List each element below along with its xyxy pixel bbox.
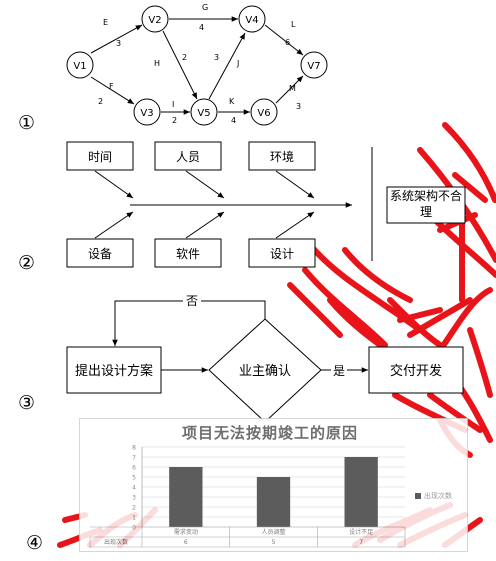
flow-yes-label: 是: [333, 364, 345, 378]
edge-label-i: I: [172, 100, 174, 109]
edge-duration-k: 4: [231, 116, 236, 125]
chart-title: 项目无法按期竣工的原因: [181, 424, 358, 442]
edge-label-h: H: [154, 59, 160, 68]
panel-label-2: ②: [18, 252, 36, 274]
node-v6: [250, 98, 278, 126]
cause-software-label: 软件: [176, 247, 200, 261]
flow-end-box: [368, 346, 464, 394]
y-tick-label: 5: [132, 475, 136, 482]
x-tick-label: 人员调整: [261, 528, 285, 536]
network-diagram: E 3 F 2 G 4 H 2 I 2 J 3 K 4 L 6 M 3 V1 V…: [66, 3, 328, 126]
edge-label-f: F: [109, 82, 114, 91]
bone-personnel: [185, 170, 225, 199]
node-label-v2: V2: [148, 15, 161, 26]
effect-box: [386, 186, 466, 224]
edge-label-j: J: [236, 59, 239, 68]
y-tick-label: 6: [132, 465, 136, 472]
bar: [169, 467, 203, 527]
fishbone-diagram: 时间 人员 环境 设备 软件 设计: [66, 141, 466, 268]
node-label-v1: V1: [73, 61, 86, 72]
bar: [344, 457, 378, 527]
table-value: 5: [272, 539, 276, 546]
effect-label: 系统架构不合理: [389, 189, 462, 219]
panel-label-1: ①: [18, 112, 36, 134]
node-label-v7: V7: [307, 61, 320, 72]
x-tick-label: 需求变动: [174, 528, 198, 536]
node-v7: [300, 51, 328, 79]
flowchart-diagram: 否 是 提出设计方案 业主确认 交付开发: [66, 292, 464, 420]
edge-label-m: M: [289, 84, 296, 93]
flow-start-label: 提出设计方案: [75, 363, 153, 379]
y-tick-label: 7: [132, 455, 136, 462]
edge-v1-v3: [90, 76, 135, 105]
legend-label: 出现次数: [424, 492, 452, 500]
legend-swatch: [415, 493, 421, 499]
node-v2: [141, 5, 169, 33]
y-tick-label: 1: [132, 515, 136, 522]
y-tick-label: 2: [132, 505, 136, 512]
node-v1: [66, 51, 94, 79]
flow-decision-label: 业主确认: [239, 364, 291, 379]
bone-time: [94, 170, 134, 199]
cause-environment-label: 环境: [270, 149, 294, 164]
edge-label-g: G: [202, 3, 208, 12]
edge-label-e: E: [103, 18, 108, 27]
node-v3: [133, 98, 161, 126]
bone-design: [275, 211, 315, 239]
edge-duration-f: 2: [98, 97, 103, 106]
flow-decision-diamond: [208, 318, 322, 420]
edge-duration-h: 2: [182, 53, 187, 62]
panel-label-3: ③: [18, 392, 36, 414]
cause-box-environment: [248, 141, 316, 171]
cause-equipment-label: 设备: [88, 247, 112, 261]
y-tick-label: 4: [132, 485, 136, 492]
cause-box-time: [66, 141, 134, 171]
flow-end-label: 交付开发: [390, 363, 442, 379]
y-tick-label: 0: [132, 525, 136, 532]
table-value: 7: [359, 539, 363, 546]
edge-duration-l: 6: [285, 38, 290, 47]
node-label-v4: V4: [245, 15, 258, 26]
edge-duration-j: 3: [214, 53, 219, 62]
x-tick-label: 设计不足: [349, 528, 373, 536]
edge-v1-v2: [90, 24, 143, 54]
bar: [256, 477, 291, 527]
cause-box-design: [248, 238, 316, 268]
cause-design-label: 设计: [270, 247, 294, 261]
edge-label-k: K: [229, 97, 235, 106]
bone-equipment: [94, 211, 134, 239]
cause-box-software: [154, 238, 222, 268]
node-label-v3: V3: [140, 108, 153, 119]
edge-v6-v7: [275, 75, 304, 104]
chart-legend: 出现次数: [415, 491, 452, 501]
edge-v4-v7: [264, 24, 304, 56]
y-tick-label: 8: [132, 445, 136, 452]
cause-time-label: 时间: [88, 150, 112, 164]
edge-v5-v4: [208, 32, 246, 100]
edge-duration-g: 4: [199, 23, 204, 32]
cause-box-equipment: [66, 238, 134, 268]
y-tick-label: 3: [132, 495, 136, 502]
edge-label-l: L: [291, 20, 296, 29]
cause-personnel-label: 人员: [176, 150, 200, 164]
bone-environment: [275, 170, 315, 199]
node-label-v5: V5: [197, 108, 210, 119]
edge-duration-m: 3: [296, 102, 301, 111]
table-value: 6: [184, 539, 188, 546]
node-v4: [238, 5, 266, 33]
flow-no-label: 否: [186, 294, 198, 308]
cause-box-personnel: [154, 141, 222, 171]
bone-software: [185, 211, 225, 239]
panel-label-4: ④: [26, 532, 44, 554]
edge-v2-v5: [162, 30, 198, 100]
bar-chart: 0 1 2 3 4 5 6 7 8 出现次数 需求变动 6 人员调整 5 设计不足 7: [89, 445, 406, 548]
table-row-header: 出现次数: [104, 538, 128, 546]
edge-duration-e: 3: [116, 39, 121, 48]
edge-duration-i: 2: [172, 116, 177, 125]
node-label-v6: V6: [257, 108, 270, 119]
node-v5: [190, 98, 218, 126]
